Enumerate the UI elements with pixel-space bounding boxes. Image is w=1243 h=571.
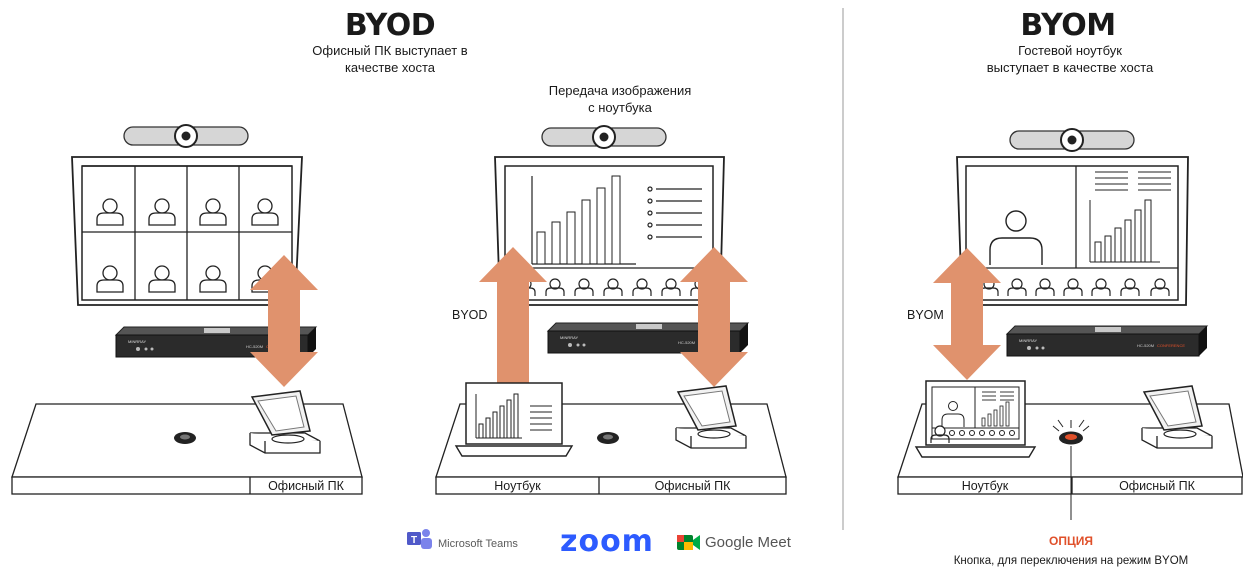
laptop-office-pc-label: Офисный ПК [654, 479, 731, 493]
laptop-arrow-up [479, 247, 547, 384]
option-heading: ОПЦИЯ [1049, 534, 1093, 548]
zoom-logo: zoom [560, 524, 654, 559]
byom-subtitle-line2: выступает в качестве хоста [986, 60, 1154, 75]
laptop-caption-line1: Передача изображения [548, 83, 692, 98]
byom-arrow-down [933, 248, 1001, 380]
byod-camera [123, 124, 249, 148]
byom-office-pc-label: Офисный ПК [1119, 479, 1195, 493]
byom-title: BYOM [1020, 8, 1116, 43]
byod-subtitle-line2: качестве хоста [344, 60, 436, 75]
svg-text:T: T [411, 535, 417, 546]
byom-camera [1009, 128, 1135, 152]
laptop-display [494, 156, 725, 306]
byom-laptop-label: Ноутбук [961, 479, 1009, 493]
google-meet-icon [677, 535, 700, 550]
laptop-arrow-updown [680, 247, 748, 387]
option-text: Кнопка, для переключения на режим BYOM [953, 555, 1189, 567]
byod-subtitle-line1: Офисный ПК выступает в [312, 43, 468, 58]
laptop-caption: Передача изображения с ноутбука [520, 82, 720, 116]
byom-display [956, 156, 1189, 306]
byod-side-label: BYOD [452, 308, 488, 322]
byom-laptop [914, 380, 1037, 458]
laptop-device [454, 382, 574, 457]
byod-office-pc-label: Офисный ПК [268, 479, 344, 493]
byod-subtitle: Офисный ПК выступает в качестве хоста [290, 42, 490, 76]
byom-subtitle: Гостевой ноутбук выступает в качестве хо… [960, 42, 1180, 76]
laptop-caption-line2: с ноутбука [588, 100, 652, 115]
byom-side-label: BYOM [907, 308, 944, 322]
byod-title: BYOD [344, 8, 436, 43]
byom-subtitle-line1: Гостевой ноутбук [1018, 43, 1122, 58]
teams-icon: T [407, 529, 432, 549]
byom-codec-box [1006, 325, 1208, 357]
laptop-camera [541, 125, 667, 149]
byom-switch-button [1052, 419, 1090, 520]
laptop-laptop-label: Ноутбук [494, 479, 541, 493]
byod-arrow [250, 255, 318, 387]
teams-logo-text: Microsoft Teams [438, 538, 518, 550]
google-meet-logo-text: Google Meet [705, 534, 791, 551]
